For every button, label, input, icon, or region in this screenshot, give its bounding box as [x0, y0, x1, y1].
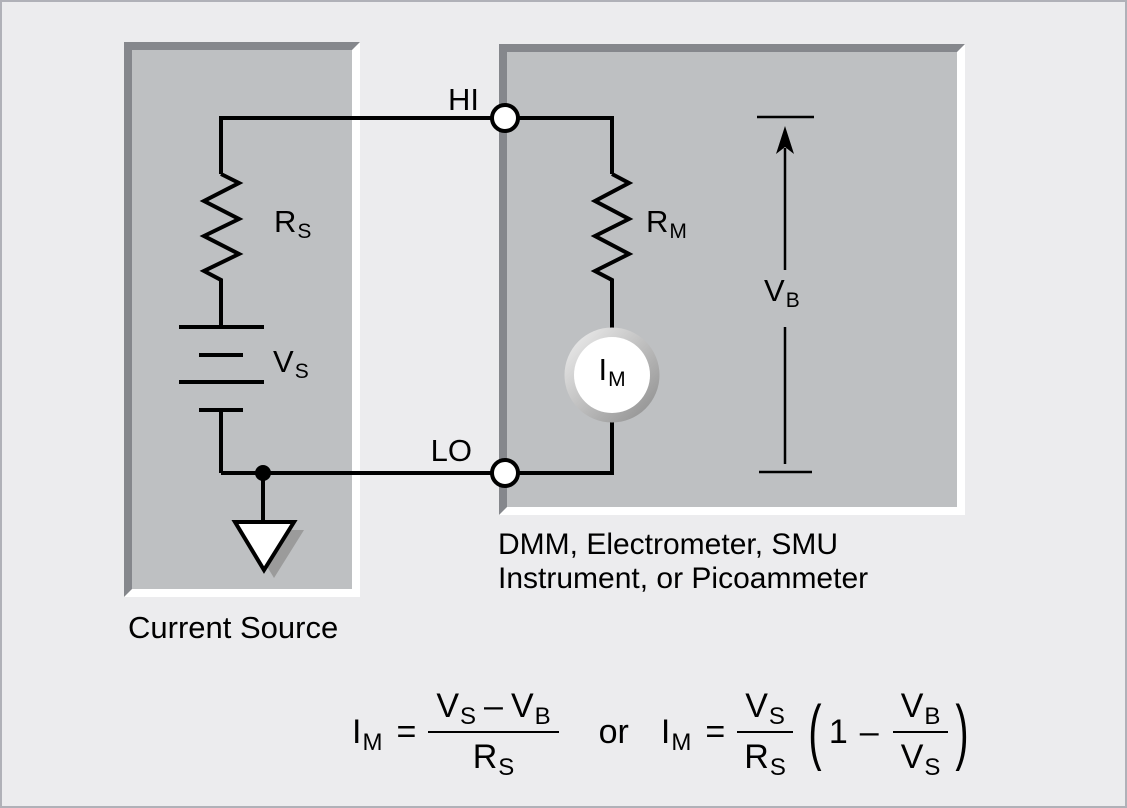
wire-hi-rail — [219, 116, 614, 174]
terminal-lo — [490, 458, 520, 488]
vb-label: VB — [764, 273, 800, 311]
rm-label-main: R — [646, 204, 669, 239]
formula-fraction-1-den: RS — [472, 733, 515, 781]
im-meter-label: IM — [584, 352, 640, 390]
rs-label-sub: S — [297, 219, 312, 243]
formula-fraction-2-den: RS — [744, 733, 786, 781]
vs-label-main: V — [273, 344, 294, 379]
terminal-hi — [490, 103, 520, 133]
vb-label-sub: B — [785, 288, 800, 312]
vs-label-sub: S — [294, 359, 309, 383]
formula-im-2-sub: M — [671, 728, 692, 756]
f1-vb-sub: B — [534, 703, 551, 731]
f3-vb-main: V — [900, 687, 924, 725]
formula-equals-2: = — [705, 712, 726, 751]
resistor-rm — [590, 172, 634, 328]
instrument-caption: DMM, Electrometer, SMU Instrument, or Pi… — [498, 528, 918, 596]
f3-vs-sub: S — [924, 754, 941, 782]
ground-triangle — [231, 520, 298, 574]
im-label-main: I — [598, 352, 608, 387]
f3-vs-main: V — [900, 738, 924, 776]
f1-vb: VB — [510, 687, 551, 730]
f2-rs-sub: S — [769, 754, 786, 782]
current-source-box — [124, 42, 360, 597]
lo-terminal-label: LO — [430, 433, 472, 468]
rs-label-main: R — [274, 204, 297, 239]
im-label-sub: M — [608, 367, 626, 391]
formula-one: 1 — [828, 712, 848, 751]
f1-rs-sub: S — [498, 754, 515, 782]
vb-arrowhead — [776, 126, 794, 154]
battery-vs — [179, 325, 264, 473]
formula-im-1-main: I — [352, 712, 362, 751]
ammeter-face — [574, 337, 650, 413]
formula-equals-1: = — [396, 712, 417, 751]
instrument-caption-line1: DMM, Electrometer, SMU — [498, 528, 839, 561]
formula-open-paren: ( — [808, 691, 822, 772]
formula-or: or — [598, 712, 629, 751]
hi-terminal-label: HI — [448, 82, 479, 117]
formula-im-2-main: I — [660, 712, 671, 751]
f1-minus: – — [484, 687, 503, 725]
formula-fraction-1: VS – VB RS — [428, 687, 559, 781]
f1-vs-main: V — [436, 687, 459, 725]
f2-rs-main: R — [744, 738, 769, 776]
formula-minus-2: – — [859, 712, 879, 751]
formula-fraction-1-num: VS – VB — [428, 687, 559, 733]
f2-vs-sub: S — [768, 703, 785, 731]
formula-im-1: IM — [352, 712, 382, 756]
rm-label-sub: M — [669, 219, 687, 243]
current-source-caption: Current Source — [128, 610, 339, 645]
formula-im-1-sub: M — [362, 728, 383, 756]
instrument-caption-line2: Instrument, or Picoammeter — [498, 562, 869, 595]
f1-rs-main: R — [472, 738, 498, 776]
formula-fraction-3-den: VS — [900, 733, 941, 781]
formula-close-paren: ) — [955, 691, 970, 772]
f1-vs: VS — [436, 687, 476, 730]
vb-label-main: V — [764, 273, 785, 308]
f2-vs-main: V — [745, 687, 768, 725]
f1-vb-main: V — [510, 687, 534, 725]
instrument-box — [499, 44, 965, 515]
formula-im-2: IM — [660, 712, 691, 756]
rm-label: RM — [646, 204, 687, 242]
wire-lo-rail — [221, 422, 614, 475]
vs-label: VS — [273, 344, 309, 382]
f3-vb-sub: B — [924, 703, 941, 731]
vb-annotation — [757, 115, 814, 474]
f1-vs-sub: S — [460, 703, 477, 731]
resistor-rs — [199, 172, 244, 327]
rs-label: RS — [274, 204, 311, 242]
